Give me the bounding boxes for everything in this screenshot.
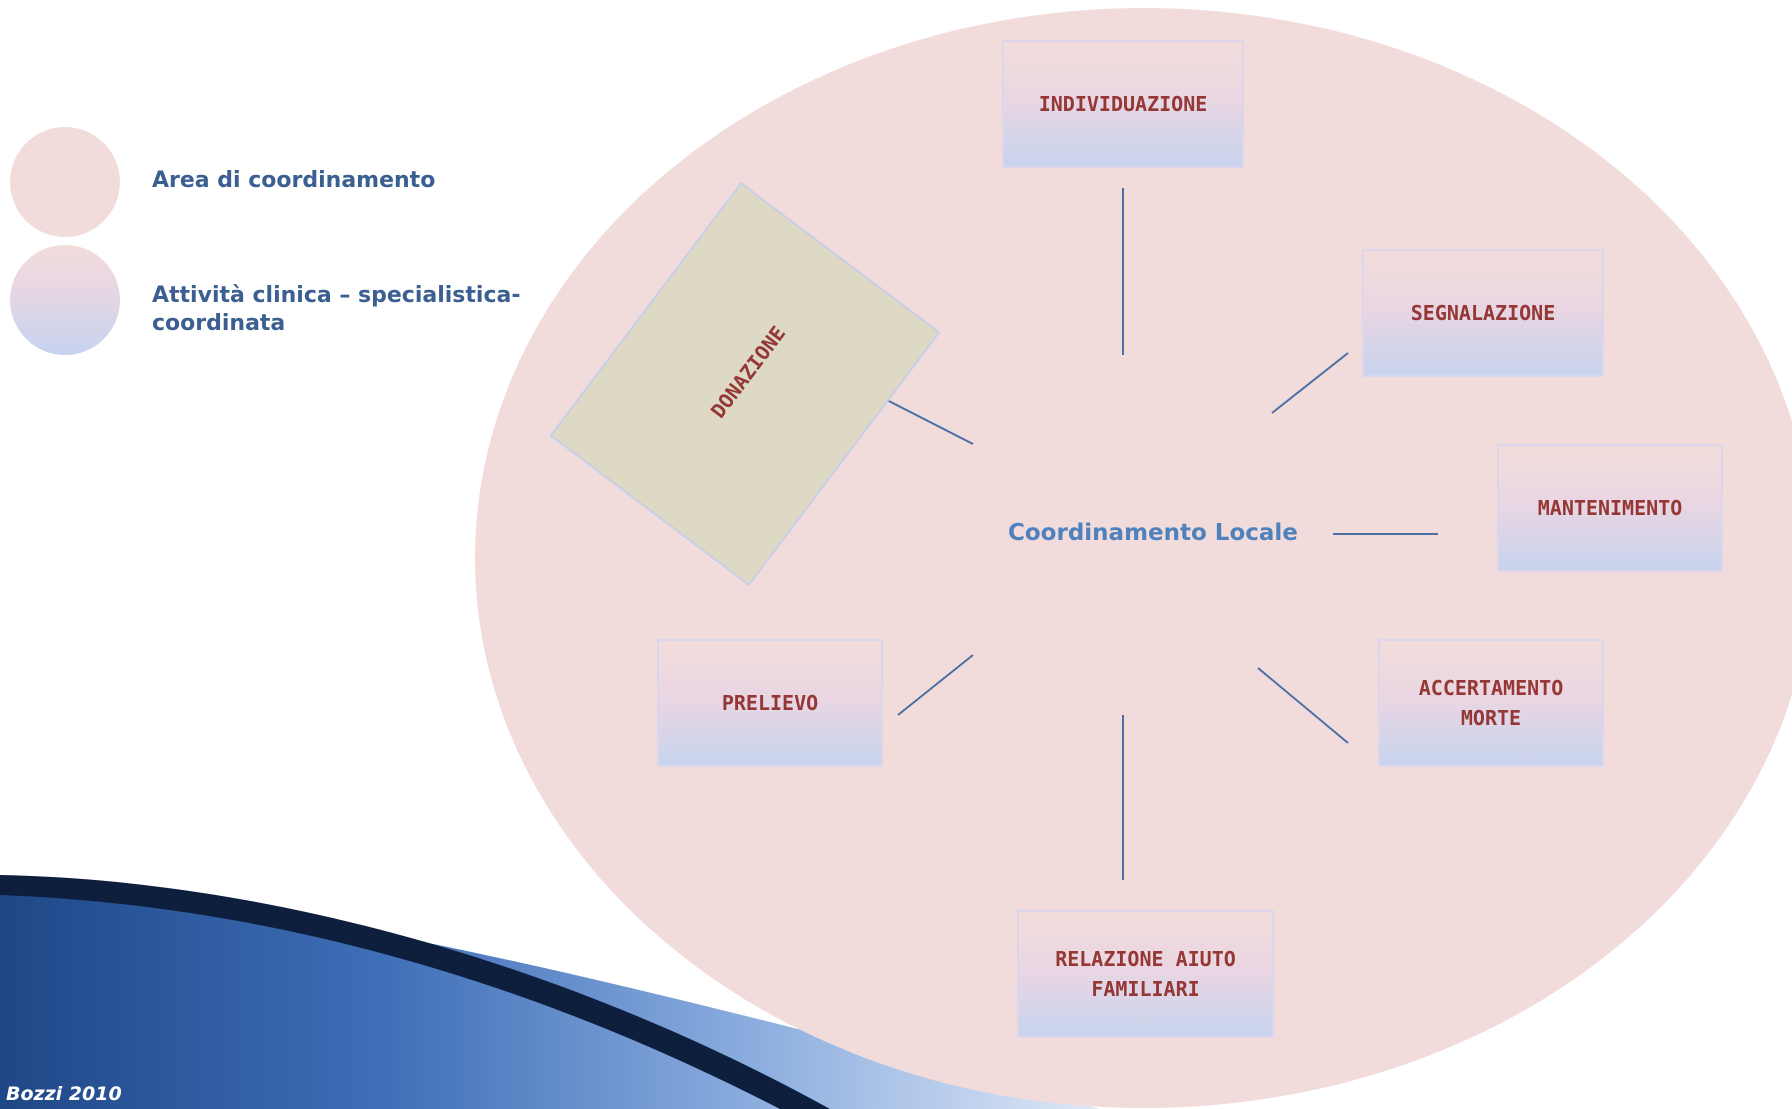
legend-coordination-label: Area di coordinamento	[152, 168, 436, 193]
node-relazione-aiuto-familiari: RELAZIONE AIUTO FAMILIARI	[1017, 910, 1274, 1038]
node-mantenimento: MANTENIMENTO	[1497, 444, 1723, 572]
legend-coordination-swatch	[10, 127, 120, 237]
node-relazione-line-2: FAMILIARI	[1091, 977, 1200, 1001]
connector-donazione	[882, 397, 974, 445]
node-accertamento-line-1: ACCERTAMENTO	[1418, 676, 1564, 700]
connector-prelievo	[897, 654, 974, 716]
node-segnalazione-line-1: SEGNALAZIONE	[1410, 301, 1556, 325]
node-segnalazione: SEGNALAZIONE	[1362, 249, 1604, 377]
node-relazione-line-1: RELAZIONE AIUTO	[1055, 947, 1236, 971]
node-mantenimento-line-1: MANTENIMENTO	[1537, 496, 1683, 520]
node-prelievo: PRELIEVO	[657, 639, 883, 767]
connector-accertamento	[1257, 667, 1349, 744]
center-label: Coordinamento Locale	[1008, 520, 1298, 546]
node-individuazione: INDIVIDUAZIONE	[1002, 40, 1244, 168]
node-individuazione-line-1: INDIVIDUAZIONE	[1038, 92, 1208, 116]
node-accertamento-line-2: MORTE	[1460, 706, 1522, 730]
connector-segnalazione	[1271, 352, 1349, 414]
node-accertamento-morte: ACCERTAMENTO MORTE	[1378, 639, 1604, 767]
footer-credit: Bozzi 2010	[6, 1083, 122, 1105]
legend-clinical-label: Attività clinica – specialistica-coordin…	[152, 283, 521, 336]
node-prelievo-line-1: PRELIEVO	[721, 691, 819, 715]
legend-clinical-swatch	[10, 245, 120, 355]
